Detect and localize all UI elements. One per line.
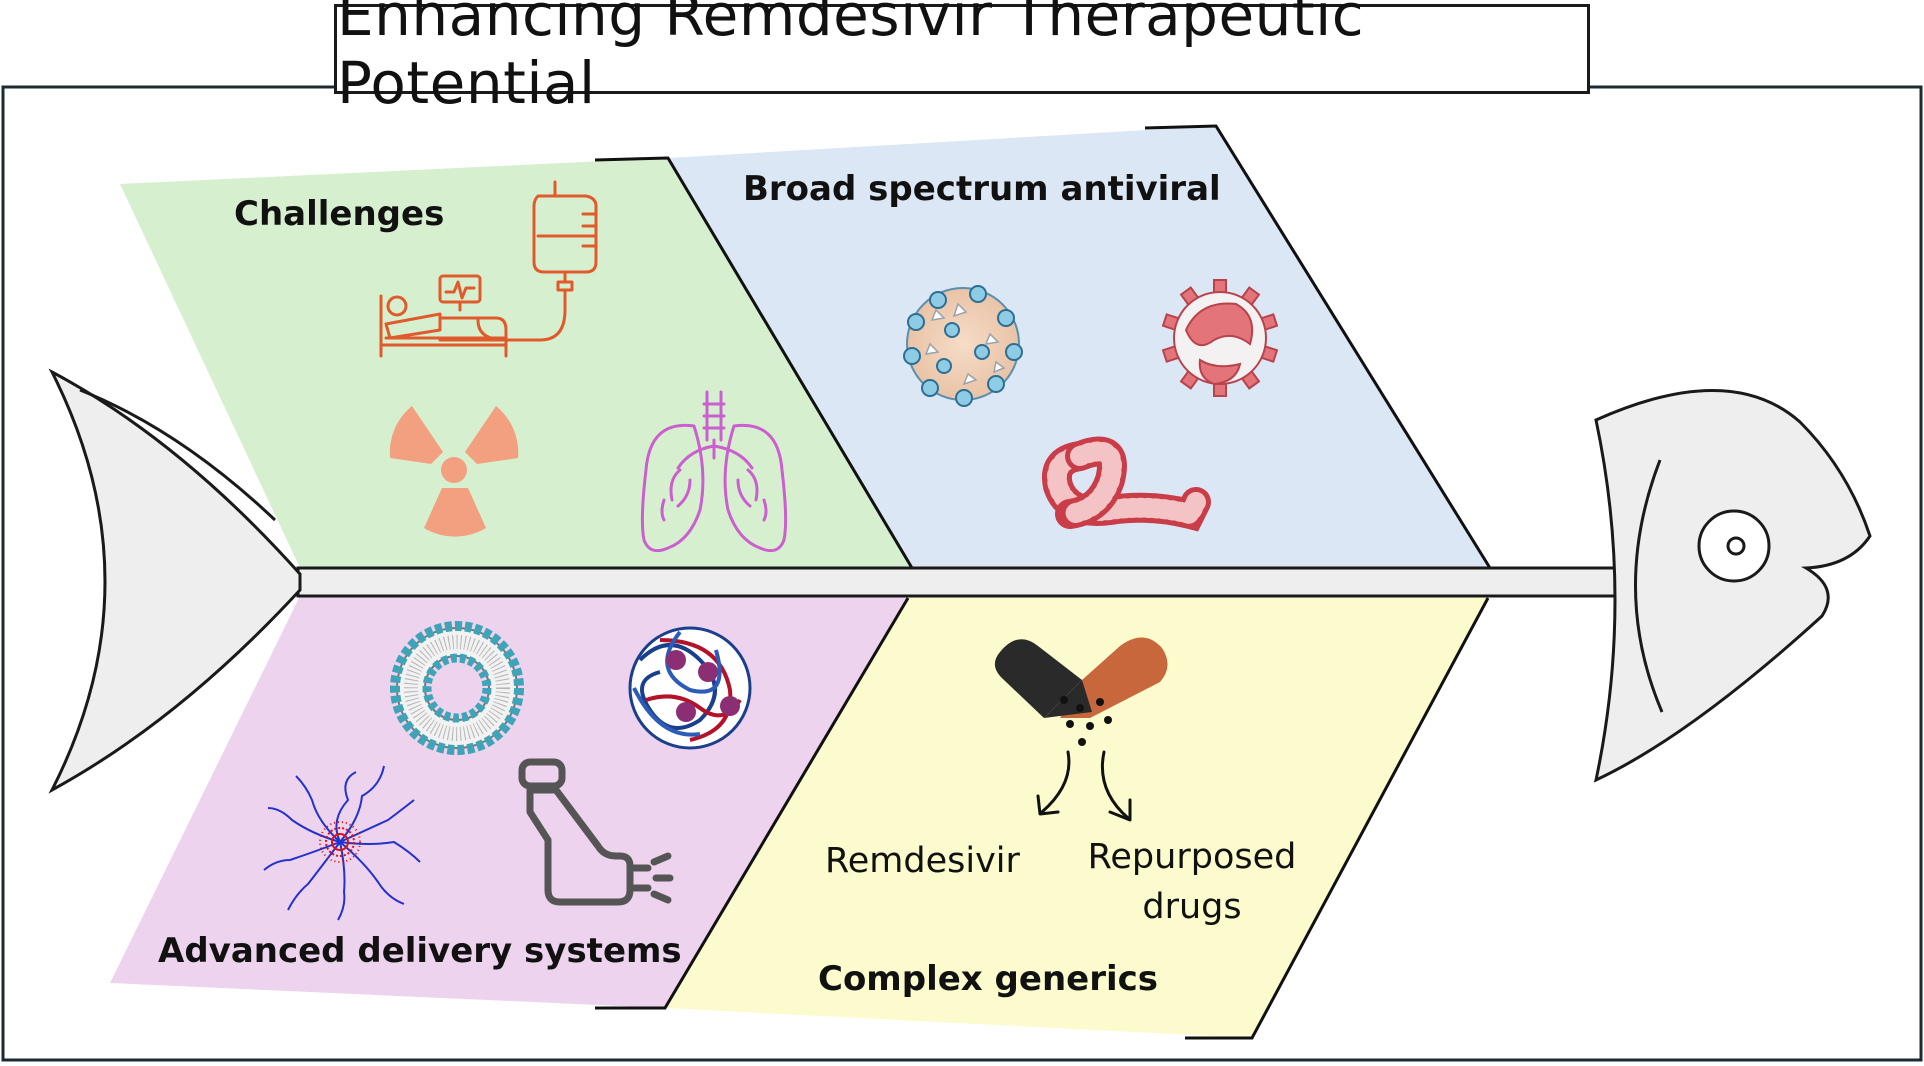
broad-spectrum-label: Broad spectrum antiviral — [743, 169, 1221, 209]
polymeric-nanoparticle-icon — [628, 626, 752, 750]
sars-cov-2-icon — [1161, 279, 1279, 397]
fish-spine — [296, 566, 1630, 598]
generics-panel — [665, 596, 1488, 1038]
fish-tail-line — [79, 388, 277, 522]
hospital-bed-iv-icon — [379, 180, 598, 358]
challenges-label: Challenges — [234, 194, 444, 234]
radiation-icon — [389, 406, 519, 537]
ebola-virus-icon — [1042, 436, 1211, 532]
inhaler-icon — [518, 758, 674, 906]
drugs-label: drugs — [1142, 887, 1241, 927]
fish-head — [1593, 389, 1872, 783]
challenges-panel — [120, 158, 912, 568]
diagram-title: Enhancing Remdesivir Therapeutic Potenti… — [334, 0, 1590, 117]
repurposed-label: Repurposed — [1088, 837, 1297, 877]
remdesivir-label: Remdesivir — [825, 841, 1021, 881]
capsule-icon — [994, 637, 1168, 746]
liposome-icon — [390, 621, 524, 755]
delivery-label: Advanced delivery systems — [158, 931, 682, 971]
fish-tail — [48, 368, 302, 794]
fish-gill-line — [1634, 459, 1664, 713]
generics-label: Complex generics — [818, 959, 1158, 999]
fish-pupil — [1726, 536, 1746, 556]
coronavirus-particle-icon — [903, 285, 1023, 407]
micelle-icon — [263, 765, 421, 921]
lungs-icon — [640, 390, 788, 553]
branch-arrows — [1036, 750, 1132, 822]
fish-bones — [594, 124, 1492, 1040]
